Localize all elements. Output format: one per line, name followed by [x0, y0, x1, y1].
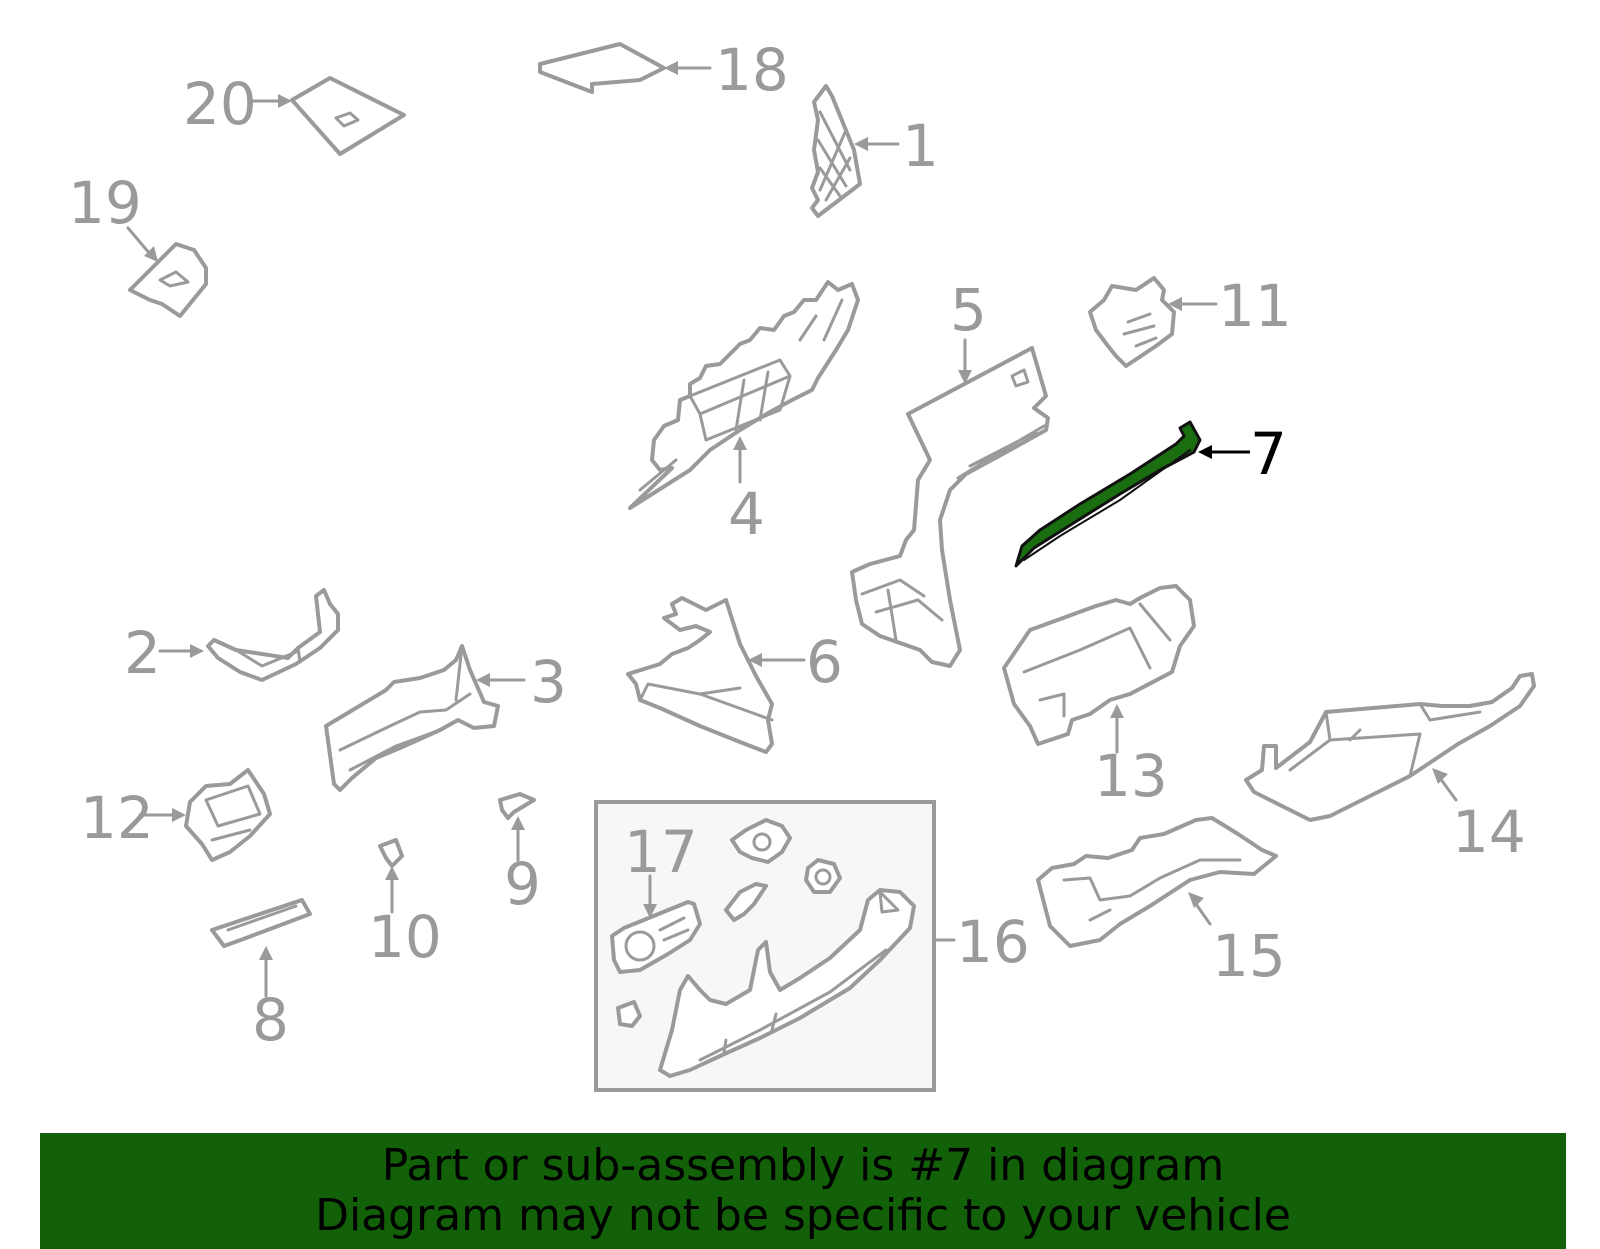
arrow-6 — [748, 653, 762, 667]
callout-11[interactable]: 11 — [1218, 272, 1292, 340]
callout-15[interactable]: 15 — [1212, 922, 1286, 990]
callout-14[interactable]: 14 — [1452, 798, 1526, 866]
part-10[interactable] — [378, 838, 404, 868]
part-18[interactable] — [538, 42, 666, 94]
arrow-7 — [1198, 445, 1212, 459]
part-20[interactable] — [290, 76, 406, 156]
arrow-18 — [664, 61, 678, 75]
arrow-17 — [643, 904, 657, 918]
callout-1[interactable]: 1 — [902, 112, 939, 180]
part-17[interactable] — [610, 900, 702, 974]
callout-16[interactable]: 16 — [956, 908, 1030, 976]
part-16-glovebox-frame[interactable] — [658, 888, 916, 1078]
part-12[interactable] — [184, 768, 272, 862]
arrow-4 — [733, 436, 747, 450]
part-14[interactable] — [1244, 672, 1536, 822]
arrow-2 — [190, 644, 204, 658]
banner-line-part: Part or sub-assembly is #7 in diagram — [381, 1140, 1225, 1191]
callout-18[interactable]: 18 — [715, 36, 789, 104]
arrow-11 — [1168, 297, 1182, 311]
callout-13[interactable]: 13 — [1094, 742, 1168, 810]
callout-9[interactable]: 9 — [504, 850, 541, 918]
callout-8[interactable]: 8 — [252, 986, 289, 1054]
callout-3[interactable]: 3 — [530, 648, 567, 716]
callout-7[interactable]: 7 — [1250, 420, 1287, 488]
arrow-15 — [1188, 892, 1204, 908]
arrow-19 — [144, 246, 158, 262]
part-2[interactable] — [206, 588, 340, 682]
arrow-10 — [385, 866, 399, 880]
callout-12[interactable]: 12 — [80, 784, 154, 852]
arrow-12 — [172, 808, 186, 822]
part-6[interactable] — [626, 596, 774, 754]
arrow-1 — [854, 137, 868, 151]
part-7-highlighted[interactable] — [1014, 420, 1202, 568]
part-16-mount[interactable] — [724, 882, 768, 922]
arrow-3 — [476, 673, 490, 687]
leader-14 — [1438, 776, 1458, 802]
arrow-20 — [278, 94, 292, 108]
callout-17[interactable]: 17 — [624, 818, 698, 886]
callout-19[interactable]: 19 — [68, 169, 142, 237]
arrow-14 — [1432, 768, 1448, 784]
info-banner: Part or sub-assembly is #7 in diagram Di… — [40, 1133, 1566, 1249]
part-15[interactable] — [1036, 816, 1278, 948]
part-5[interactable] — [850, 346, 1050, 668]
part-13[interactable] — [1002, 584, 1196, 746]
arrow-5 — [958, 370, 972, 384]
callout-4[interactable]: 4 — [728, 480, 765, 548]
part-8[interactable] — [210, 898, 312, 948]
arrow-13 — [1110, 704, 1124, 718]
part-16-tab[interactable] — [616, 1000, 642, 1028]
arrow-8 — [259, 946, 273, 960]
banner-line-disclaimer: Diagram may not be specific to your vehi… — [315, 1190, 1291, 1241]
callout-10[interactable]: 10 — [368, 903, 442, 971]
part-16-bracket[interactable] — [730, 818, 792, 864]
part-3[interactable] — [324, 644, 500, 792]
callout-6[interactable]: 6 — [806, 628, 843, 696]
callout-20[interactable]: 20 — [183, 70, 257, 138]
part-11[interactable] — [1088, 276, 1176, 368]
callout-2[interactable]: 2 — [124, 619, 161, 687]
callout-5[interactable]: 5 — [950, 276, 987, 344]
arrow-9 — [511, 816, 525, 830]
part-19[interactable] — [128, 242, 208, 318]
part-4[interactable] — [628, 280, 860, 510]
leader-15 — [1194, 902, 1212, 926]
part-1[interactable] — [810, 84, 862, 218]
part-9[interactable] — [498, 792, 536, 820]
leader-19 — [126, 226, 152, 256]
part-16-clip[interactable] — [804, 858, 842, 894]
